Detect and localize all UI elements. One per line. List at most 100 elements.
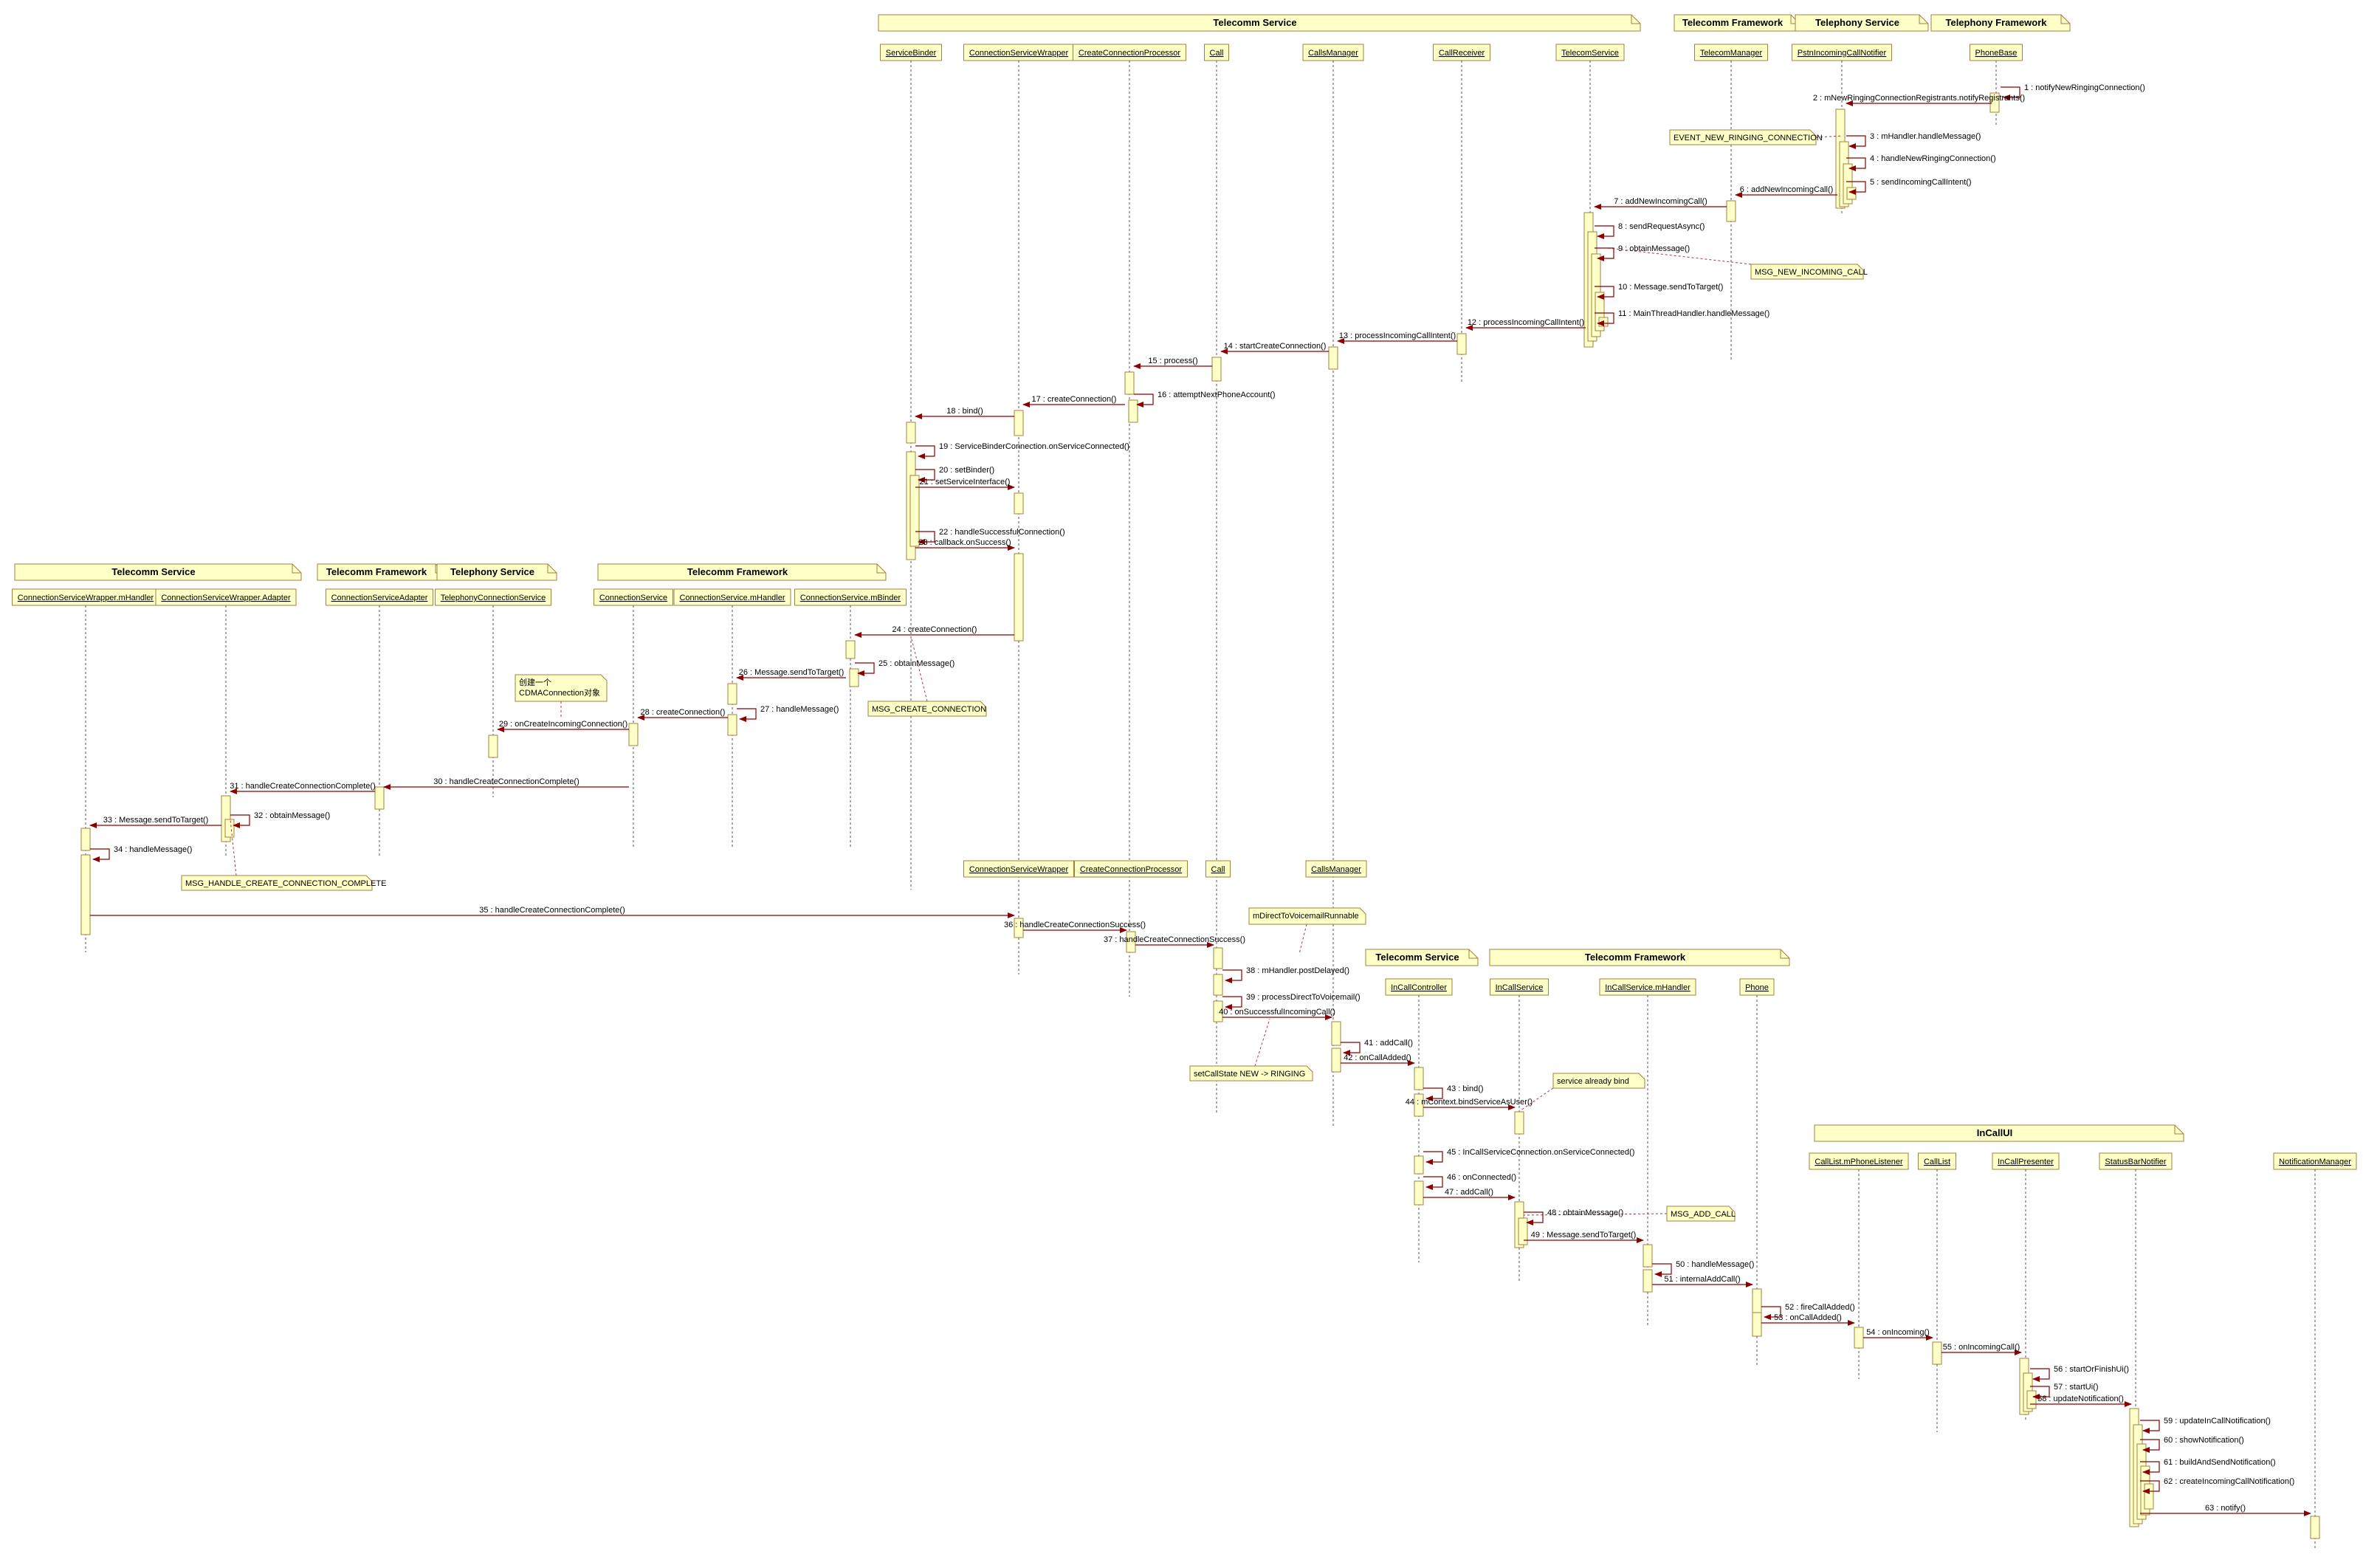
message-arrow — [2030, 1368, 2050, 1382]
activation-bar — [1331, 1048, 1341, 1073]
lifeline-notificationmanager: NotificationManager — [2273, 1152, 2357, 1550]
activation-bar — [1752, 1288, 1762, 1313]
message-38: 38 : mHandler.postDelayed() — [1222, 966, 1349, 983]
lifeline-name: CallsManager — [1308, 49, 1358, 58]
activation-bar — [628, 723, 639, 746]
message-19: 19 : ServiceBinderConnection.onServiceCo… — [915, 442, 1129, 459]
message-12: 12 : processIncomingCallIntent() — [1465, 318, 1586, 331]
lifeline-statusbarnotifier: StatusBarNotifier — [2099, 1152, 2173, 1528]
message-31: 31 : handleCreateConnectionComplete() — [230, 782, 376, 794]
group-telecomm-framework: Telecomm Framework — [1674, 14, 1800, 32]
group-title: Telecomm Framework — [326, 566, 427, 577]
note-text: MSG_CREATE_CONNECTION — [872, 705, 986, 714]
group-title: Telecomm Service — [1213, 17, 1296, 28]
activation-bar — [1414, 1155, 1424, 1175]
message-62: 62 : createIncomingCallNotification() — [2140, 1477, 2294, 1494]
group-title: Telecomm Framework — [1585, 952, 1686, 963]
activation-bar — [1014, 492, 1024, 515]
note-text: MSG_HANDLE_CREATE_CONNECTION_COMPLETE — [185, 879, 386, 888]
lifeline-calllist: CallList — [1918, 1152, 1956, 1432]
lifeline-telecomservice: TelecomService — [1555, 44, 1625, 347]
message-label: 10 : Message.sendToTarget() — [1618, 283, 1723, 292]
message-label: 14 : startCreateConnection() — [1224, 342, 1327, 351]
message-arrow — [1595, 247, 1614, 261]
activation-bar — [1126, 931, 1136, 953]
message-60: 60 : showNotification() — [2140, 1436, 2244, 1453]
message-arrow — [1595, 286, 1614, 300]
lifeline-phonebase: PhoneBase — [1970, 44, 2023, 125]
activation-bar — [1414, 1180, 1424, 1206]
message-arrow — [90, 848, 110, 862]
note-n1: EVENT_NEW_RINGING_CONNECTION — [1669, 129, 1843, 145]
message-arrow — [2140, 1461, 2160, 1475]
message-55: 55 : onIncomingCall() — [1941, 1343, 2022, 1355]
activation-bar — [2144, 1483, 2154, 1510]
lifeline-callsmanager: CallsManager — [1302, 44, 1364, 1126]
message-label: 35 : handleCreateConnectionComplete() — [479, 906, 625, 915]
activation-bar — [1643, 1269, 1653, 1293]
message-label: 26 : Message.sendToTarget() — [739, 668, 844, 677]
lifeline-call2: Call — [1205, 860, 1231, 878]
lifeline-name: Call — [1210, 49, 1224, 58]
message-4: 4 : handleNewRingingConnection() — [1846, 154, 1996, 171]
message-17: 17 : createConnection() — [1022, 395, 1125, 408]
group-telecomm-framework: Telecomm Framework — [597, 563, 887, 581]
message-57: 57 : startUi() — [2030, 1383, 2099, 1400]
note-n2: MSG_NEW_INCOMING_CALL — [1607, 247, 1868, 280]
message-label: 30 : handleCreateConnectionComplete() — [433, 777, 579, 786]
message-15: 15 : process() — [1133, 357, 1212, 369]
lifeline-tcs: TelephonyConnectionService — [435, 588, 551, 797]
message-27: 27 : handleMessage() — [737, 705, 839, 722]
activation-bar — [1124, 371, 1135, 395]
lifeline-cshandler: ConnectionService.mHandler — [673, 588, 791, 849]
lifeline-phone: Phone — [1739, 978, 1775, 1366]
group-title: Telecomm Service — [111, 566, 195, 577]
group-title: Telephony Service — [1815, 17, 1899, 28]
message-44: 44 : mContext.bindServiceAsUser() — [1406, 1098, 1533, 1110]
note-n8: service already bind — [1520, 1073, 1645, 1111]
message-arrow — [1652, 1263, 1672, 1277]
lifeline-name: CallReceiver — [1439, 49, 1485, 58]
lifeline-name: ConnectionService — [599, 594, 667, 602]
message-label: 60 : showNotification() — [2164, 1436, 2244, 1445]
message-22: 22 : handleSuccessfulConnection() — [915, 528, 1065, 545]
lifeline-csadapter: ConnectionServiceAdapter — [326, 588, 433, 856]
message-label: 37 : handleCreateConnectionSuccess() — [1104, 935, 1245, 944]
activation-bar — [2026, 1390, 2037, 1409]
message-arrow — [1423, 1087, 1443, 1101]
note-connector — [1254, 1018, 1270, 1067]
message-43: 43 : bind() — [1423, 1084, 1484, 1101]
message-28: 28 : createConnection() — [637, 708, 728, 721]
activation-bar — [1726, 200, 1736, 222]
message-label: 29 : onCreateIncomingConnection() — [499, 720, 627, 729]
message-label: 2 : mNewRingingConnectionRegistrants.not… — [1813, 94, 2025, 103]
message-arrow — [2140, 1480, 2160, 1494]
activation-bar — [1518, 1217, 1528, 1245]
activation-bar — [849, 668, 859, 687]
message-34: 34 : handleMessage() — [90, 845, 192, 862]
message-21: 21 : setServiceInterface() — [915, 478, 1015, 490]
lifeline-name: CallList — [1924, 1158, 1950, 1166]
message-label: 45 : InCallServiceConnection.onServiceCo… — [1447, 1148, 1634, 1157]
lifeline-incallhandler: InCallService.mHandler — [1599, 978, 1696, 1325]
activation-bar — [1932, 1341, 1942, 1365]
message-arrow — [2030, 1386, 2050, 1400]
activation-bar — [1211, 357, 1222, 382]
activation-bar — [1598, 317, 1609, 327]
message-8: 8 : sendRequestAsync() — [1595, 222, 1705, 239]
message-label: 43 : bind() — [1447, 1084, 1484, 1093]
activation-bar — [1213, 947, 1223, 969]
activation-bar — [2310, 1516, 2320, 1539]
group-telecomm-service: Telecomm Service — [878, 14, 1641, 32]
message-label: 56 : startOrFinishUi() — [2054, 1365, 2129, 1374]
message-arrow — [915, 469, 935, 483]
group-incallui: InCallUI — [1814, 1124, 2184, 1142]
lifeline-csw: ConnectionServiceWrapper — [963, 44, 1074, 974]
lifeline-name: InCallPresenter — [1998, 1158, 2054, 1166]
lifeline-name: TelephonyConnectionService — [441, 594, 546, 602]
lifeline-name: CallList.mPhoneListener — [1815, 1158, 1903, 1166]
message-40: 40 : onSuccessfulIncomingCall() — [1219, 1008, 1335, 1020]
lifeline-incallservice: InCallService — [1490, 978, 1549, 1281]
